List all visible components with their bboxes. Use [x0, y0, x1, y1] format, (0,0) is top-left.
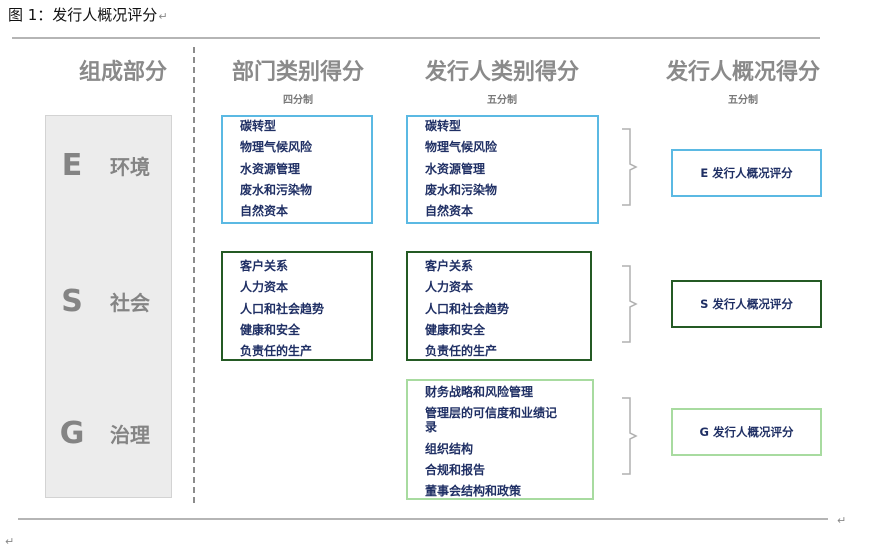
score-box-e: E 发行人概况评分	[671, 149, 822, 197]
component-social: S 社会	[46, 284, 173, 319]
list-item: 人力资本	[425, 280, 474, 295]
score-box-s: S 发行人概况评分	[671, 280, 822, 328]
list-item: 健康和安全	[240, 322, 301, 337]
list-item: 组织结构	[425, 441, 474, 456]
header-issuer-scale: 五分制	[487, 95, 517, 106]
header-overview: 发行人概况得分	[665, 60, 820, 85]
paragraph-mark-icon: ↵	[5, 535, 15, 547]
component-name: 社会	[110, 291, 150, 315]
list-item: 水资源管理	[425, 161, 486, 176]
header-department: 部门类别得分	[231, 60, 364, 85]
issuer-box-s: 客户关系 人力资本 人口和社会趋势 健康和安全 负责任的生产	[406, 251, 592, 361]
list-item: 管理层的可信度和业绩记录	[425, 406, 558, 435]
brace-e-icon	[622, 128, 638, 206]
component-name: 治理	[110, 423, 150, 447]
list-item: 负责任的生产	[425, 344, 498, 359]
department-box-e: 碳转型 物理气候风险 水资源管理 废水和污染物 自然资本	[221, 115, 373, 224]
components-panel: E 环境 S 社会 G 治理	[45, 115, 172, 498]
list-item: 废水和污染物	[240, 182, 313, 197]
list-item: 合规和报告	[425, 462, 486, 477]
list-item: 碳转型	[240, 119, 277, 133]
list-item: 负责任的生产	[240, 344, 313, 359]
list-item: 人口和社会趋势	[425, 301, 510, 316]
brace-g-icon	[622, 397, 638, 475]
list-item: 废水和污染物	[425, 182, 498, 197]
paragraph-mark-icon: ↵	[158, 10, 168, 23]
issuer-box-e: 碳转型 物理气候风险 水资源管理 废水和污染物 自然资本	[406, 115, 599, 224]
component-letter: G	[59, 416, 85, 451]
list-item: 自然资本	[425, 204, 474, 219]
department-box-s: 客户关系 人力资本 人口和社会趋势 健康和安全 负责任的生产	[221, 251, 373, 361]
list-item: 人口和社会趋势	[240, 301, 325, 316]
list-item: 客户关系	[240, 259, 289, 273]
column-divider	[193, 47, 195, 503]
list-item: 健康和安全	[425, 322, 486, 337]
bottom-rule	[18, 518, 828, 520]
header-issuer: 发行人类别得分	[424, 60, 579, 85]
component-letter: S	[61, 284, 83, 319]
figure-title-text: 图 1：发行人概况评分	[8, 6, 158, 24]
header-department-scale: 四分制	[283, 95, 313, 106]
figure-title: 图 1：发行人概况评分↵	[8, 4, 168, 25]
paragraph-mark-icon: ↵	[837, 514, 847, 527]
list-item: 客户关系	[425, 259, 474, 273]
component-governance: G 治理	[46, 416, 173, 451]
list-item: 财务战略和风险管理	[425, 385, 534, 399]
list-item: 董事会结构和政策	[425, 484, 522, 499]
score-box-g: G 发行人概况评分	[671, 408, 822, 456]
component-letter: E	[61, 148, 83, 183]
list-item: 物理气候风险	[240, 140, 313, 155]
brace-s-icon	[622, 265, 638, 343]
header-overview-scale: 五分制	[728, 95, 758, 106]
component-name: 环境	[110, 155, 150, 179]
component-environment: E 环境	[46, 148, 173, 183]
issuer-box-g: 财务战略和风险管理 管理层的可信度和业绩记录 组织结构 合规和报告 董事会结构和…	[406, 379, 594, 500]
top-rule	[12, 37, 820, 39]
list-item: 自然资本	[240, 204, 289, 219]
list-item: 人力资本	[240, 280, 289, 295]
list-item: 物理气候风险	[425, 140, 498, 155]
header-components: 组成部分	[78, 60, 167, 85]
list-item: 碳转型	[425, 119, 462, 133]
list-item: 水资源管理	[240, 161, 301, 176]
